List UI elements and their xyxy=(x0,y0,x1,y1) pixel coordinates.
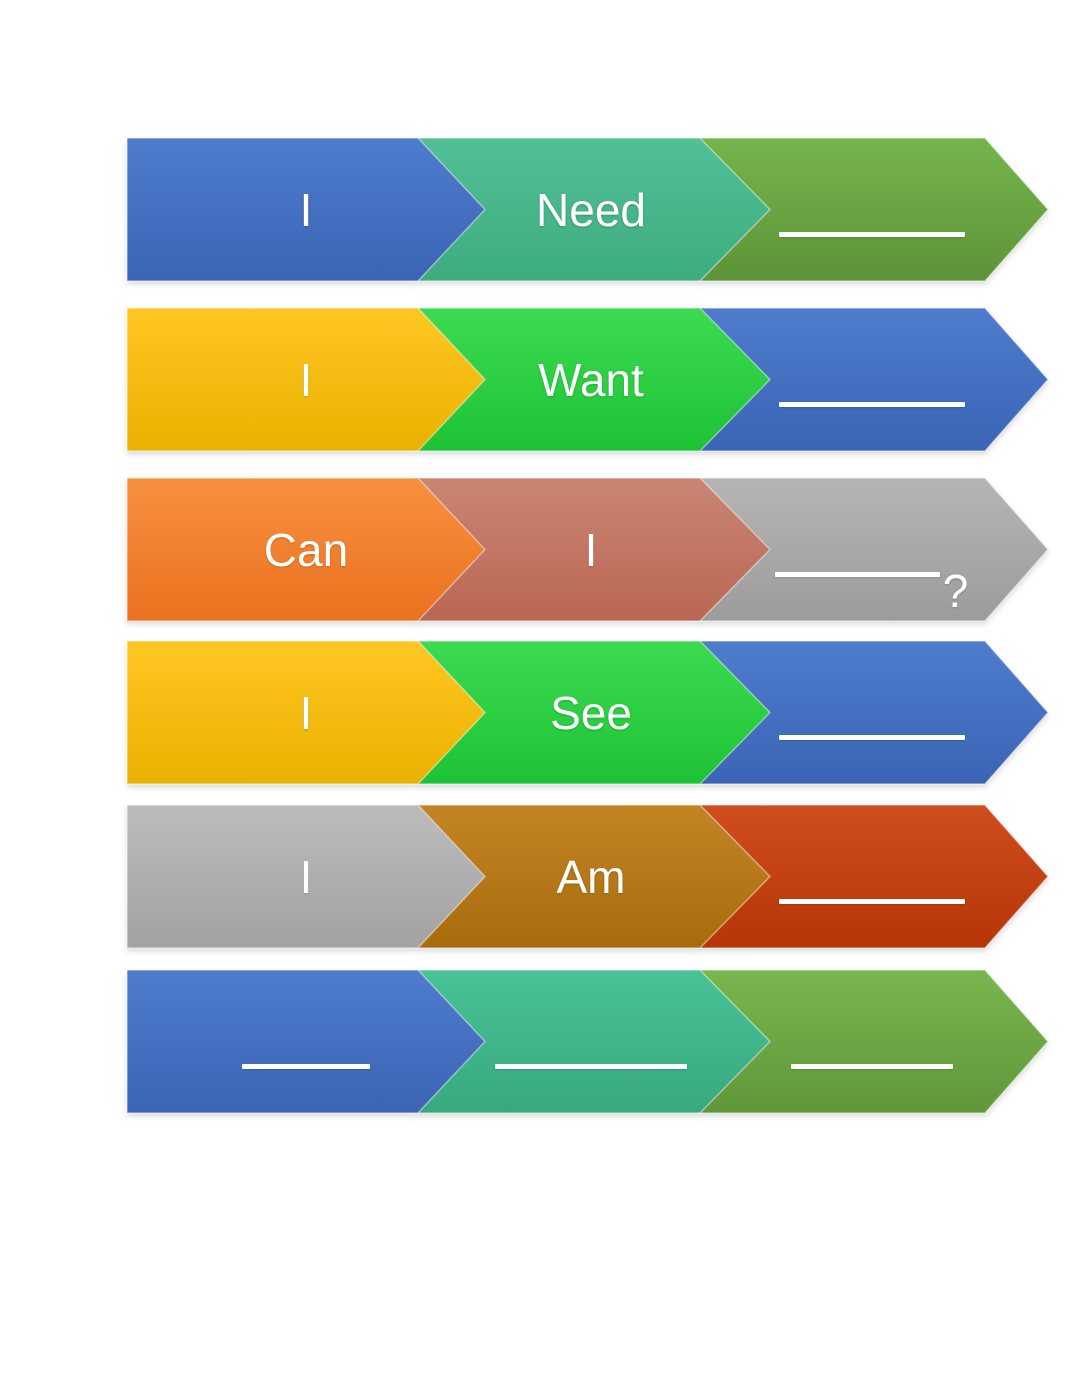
chevron-row-shape xyxy=(126,804,1049,949)
chevron-row-shape xyxy=(126,969,1049,1114)
chevron-segment xyxy=(126,969,487,1114)
chevron-segment xyxy=(126,804,487,949)
chevron-segment xyxy=(126,137,487,282)
chevron-row-shape xyxy=(126,640,1049,785)
chevron-row xyxy=(126,969,1052,1114)
chevron-row-shape xyxy=(126,307,1049,452)
chevron-segment xyxy=(126,640,487,785)
chevron-segment xyxy=(126,307,487,452)
chevron-row-shape xyxy=(126,137,1049,282)
chevron-row-shape xyxy=(126,477,1049,622)
chevron-segment xyxy=(126,477,487,622)
